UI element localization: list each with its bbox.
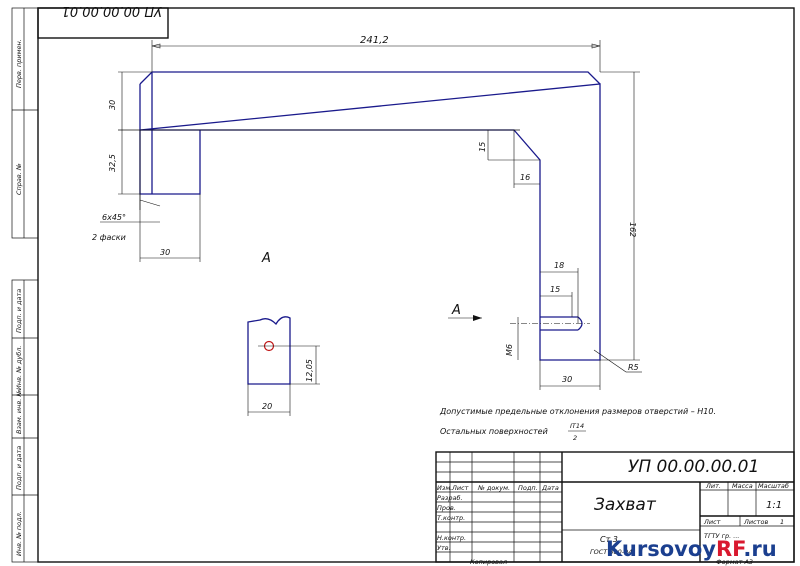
left-margin-columns: Перв. примен. Справ. № Подп. и дата Инв.… [11,7,39,563]
tb-col-lit: Лит. [705,482,721,490]
view-width-dim: 20 [262,402,272,411]
tb-code: УП 00.00.00.01 [628,457,759,477]
tb-row-doc: № докум. [477,484,510,492]
tb-copied: Копировал [470,558,507,566]
dim-bottom-width: 30 [562,375,572,384]
tb-row-sign: Подп. [518,484,538,492]
note-line-2: Остальных поверхностей [440,427,548,436]
view-arrow-label: А [451,303,461,318]
note-line-1: Допустимые предельные отклонения размеро… [439,407,716,416]
tb-part-name: Захват [594,495,657,515]
side-label-7: Инв. № подл. [15,511,23,556]
view-a-detail: А 12,05 20 [247,251,320,416]
view-arrow: А [448,303,482,321]
tb-sign-3: Т.контр. [437,514,465,522]
dim-total-length: 241,2 [360,35,389,46]
dim-thread: М6 [505,344,514,356]
tb-row-date: Дата [541,484,559,492]
dim-radius: R5 [628,363,639,372]
dim-mid-height: 32,5 [108,154,117,172]
svg-text:KursovoyRF.ru: KursovoyRF.ru [606,537,777,561]
dim-left-width: 30 [160,248,170,257]
side-label-3: Подп. и дата [15,289,23,333]
tb-sheets-count: 1 [780,518,784,526]
dim-right-height: 162 [628,222,637,237]
tb-material-1: Ст 3 [600,535,618,544]
side-label-5: Взам. инв. № [15,390,23,434]
side-label-4: Инв. № дубл. [15,346,23,390]
tb-org: ТГТУ гр. ... [704,532,739,540]
note-fraction-num: IT14 [570,422,584,430]
view-label: А [261,251,271,266]
rotated-code-text: УП 00.00.00.01 [62,3,162,18]
side-label-1: Перв. примен. [15,39,23,88]
tb-col-mass: Масса [732,482,753,490]
dim-hole-18: 18 [554,261,564,270]
dim-top-height: 30 [108,100,117,110]
dim-chamfer-note: 2 фаски [92,233,126,242]
tb-sign-1: Разраб. [437,494,463,502]
dim-hole-15: 15 [550,285,560,294]
dim-chamfer: 6х45° [102,213,126,222]
watermark-suffix: .ru [743,537,776,561]
tb-format: Формат А3 [716,558,753,566]
note-fraction-den: 2 [573,434,577,442]
tb-sign-5: Н.контр. [437,534,466,542]
tb-material-2: ГОСТ 380-94 [590,548,632,556]
tb-row-izm: Изм. [437,484,452,492]
tb-row-list: Лист [451,484,469,492]
side-label-2: Справ. № [15,163,23,195]
technical-notes: Допустимые предельные отклонения размеро… [439,407,716,442]
tb-sign-2: Пров. [437,504,456,512]
side-label-6: Подп. и дата [15,446,23,490]
tb-sign-6: Утв. [437,544,451,552]
title-block: УП 00.00.00.01 Захват Лит. Масса Масштаб… [435,451,795,563]
tb-col-scale: Масштаб [758,482,789,490]
dim-slope-width: 16 [520,173,530,182]
tb-sheets-label: Листов [743,518,768,526]
watermark-prefix: Kursovoy [606,537,716,561]
dim-slope-height: 15 [478,142,487,152]
view-hole-dim: 12,05 [305,359,314,382]
part-contour [118,71,601,361]
tb-scale-value: 1:1 [766,500,782,511]
dimension-lines: 241,2 30 32,5 15 16 6х45° 2 фаски 30 162… [92,35,642,390]
watermark-accent: RF [716,537,745,561]
rotated-code-box: УП 00.00.00.01 [37,3,169,39]
tb-sheet-label: Лист [703,518,721,526]
site-watermark: KursovoyRF.ru [606,537,777,561]
